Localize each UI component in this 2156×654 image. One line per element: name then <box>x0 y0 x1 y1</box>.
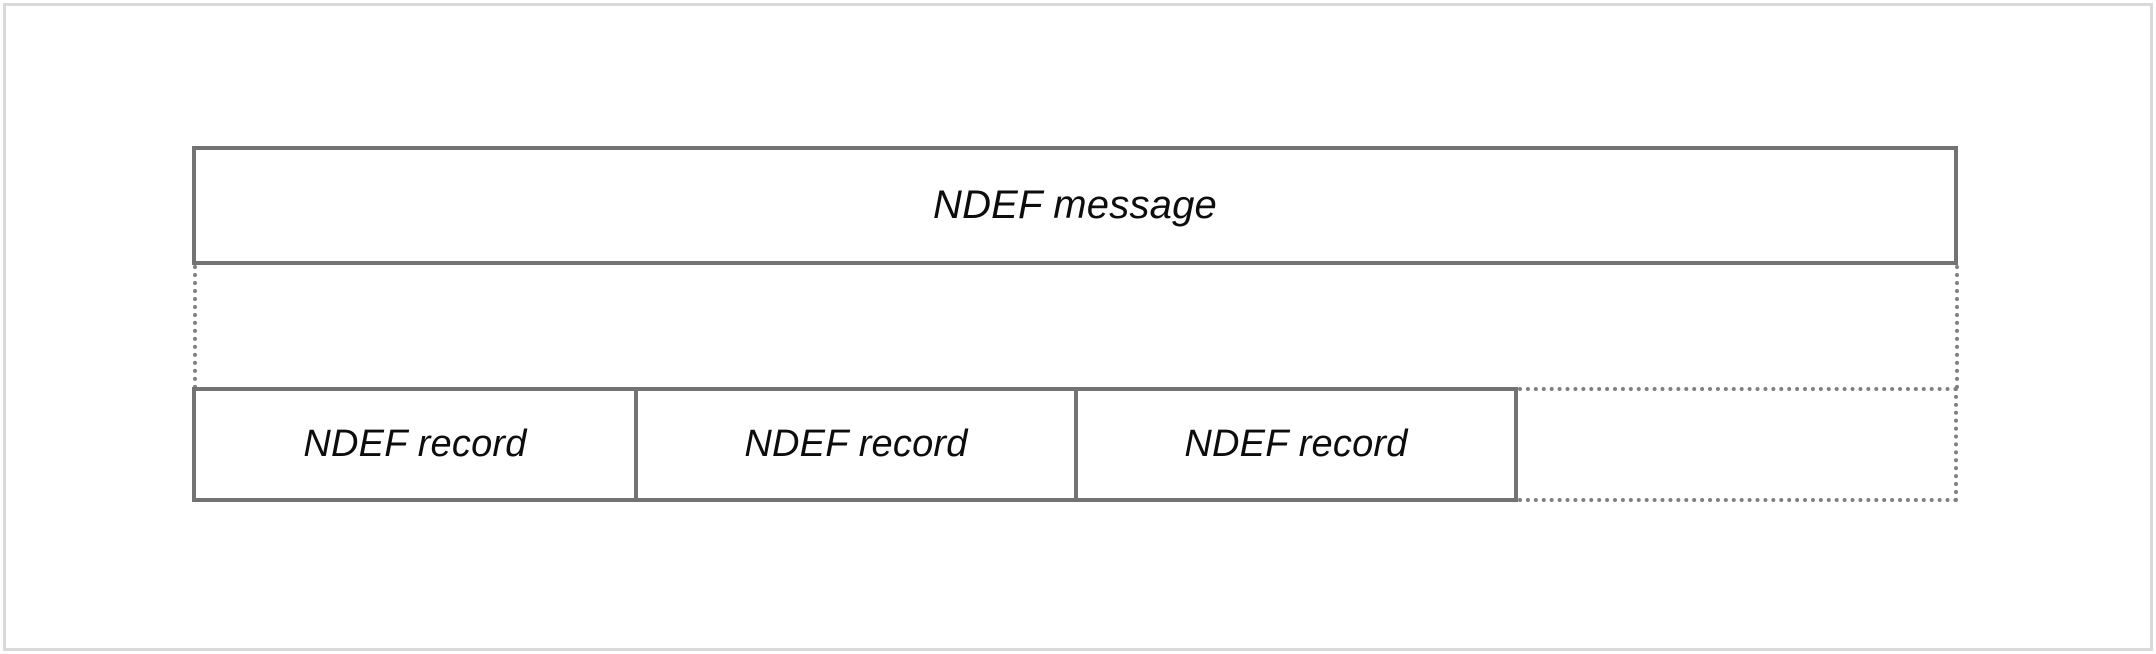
left-expansion-connector-line <box>193 265 197 389</box>
ndef-record-box-2: NDEF record <box>634 387 1078 502</box>
ndef-record-label-3: NDEF record <box>1184 423 1408 465</box>
ndef-record-box-3: NDEF record <box>1074 387 1518 502</box>
ndef-record-box-1: NDEF record <box>192 387 638 502</box>
ndef-message-label: NDEF message <box>933 183 1217 227</box>
ndef-message-box: NDEF message <box>192 146 1958 265</box>
right-expansion-connector-line <box>1955 265 1959 389</box>
ndef-record-label-1: NDEF record <box>303 423 527 465</box>
ndef-record-row: NDEF record NDEF record NDEF record <box>192 387 1958 502</box>
ndef-record-label-2: NDEF record <box>744 423 968 465</box>
ndef-record-continuation-box <box>1518 387 1958 502</box>
